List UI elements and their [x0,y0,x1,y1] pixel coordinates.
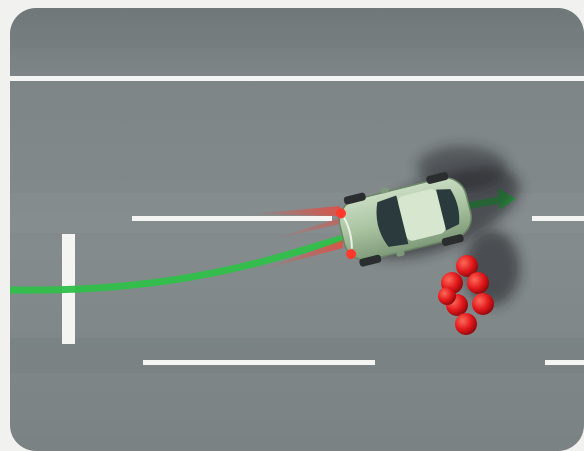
road-illustration [10,8,584,451]
lane-dash [532,216,584,221]
edge-line [10,76,584,81]
lane-dash [132,216,332,221]
lane-dash [545,360,584,365]
lane-dash [143,360,375,365]
road-scene [10,8,584,451]
